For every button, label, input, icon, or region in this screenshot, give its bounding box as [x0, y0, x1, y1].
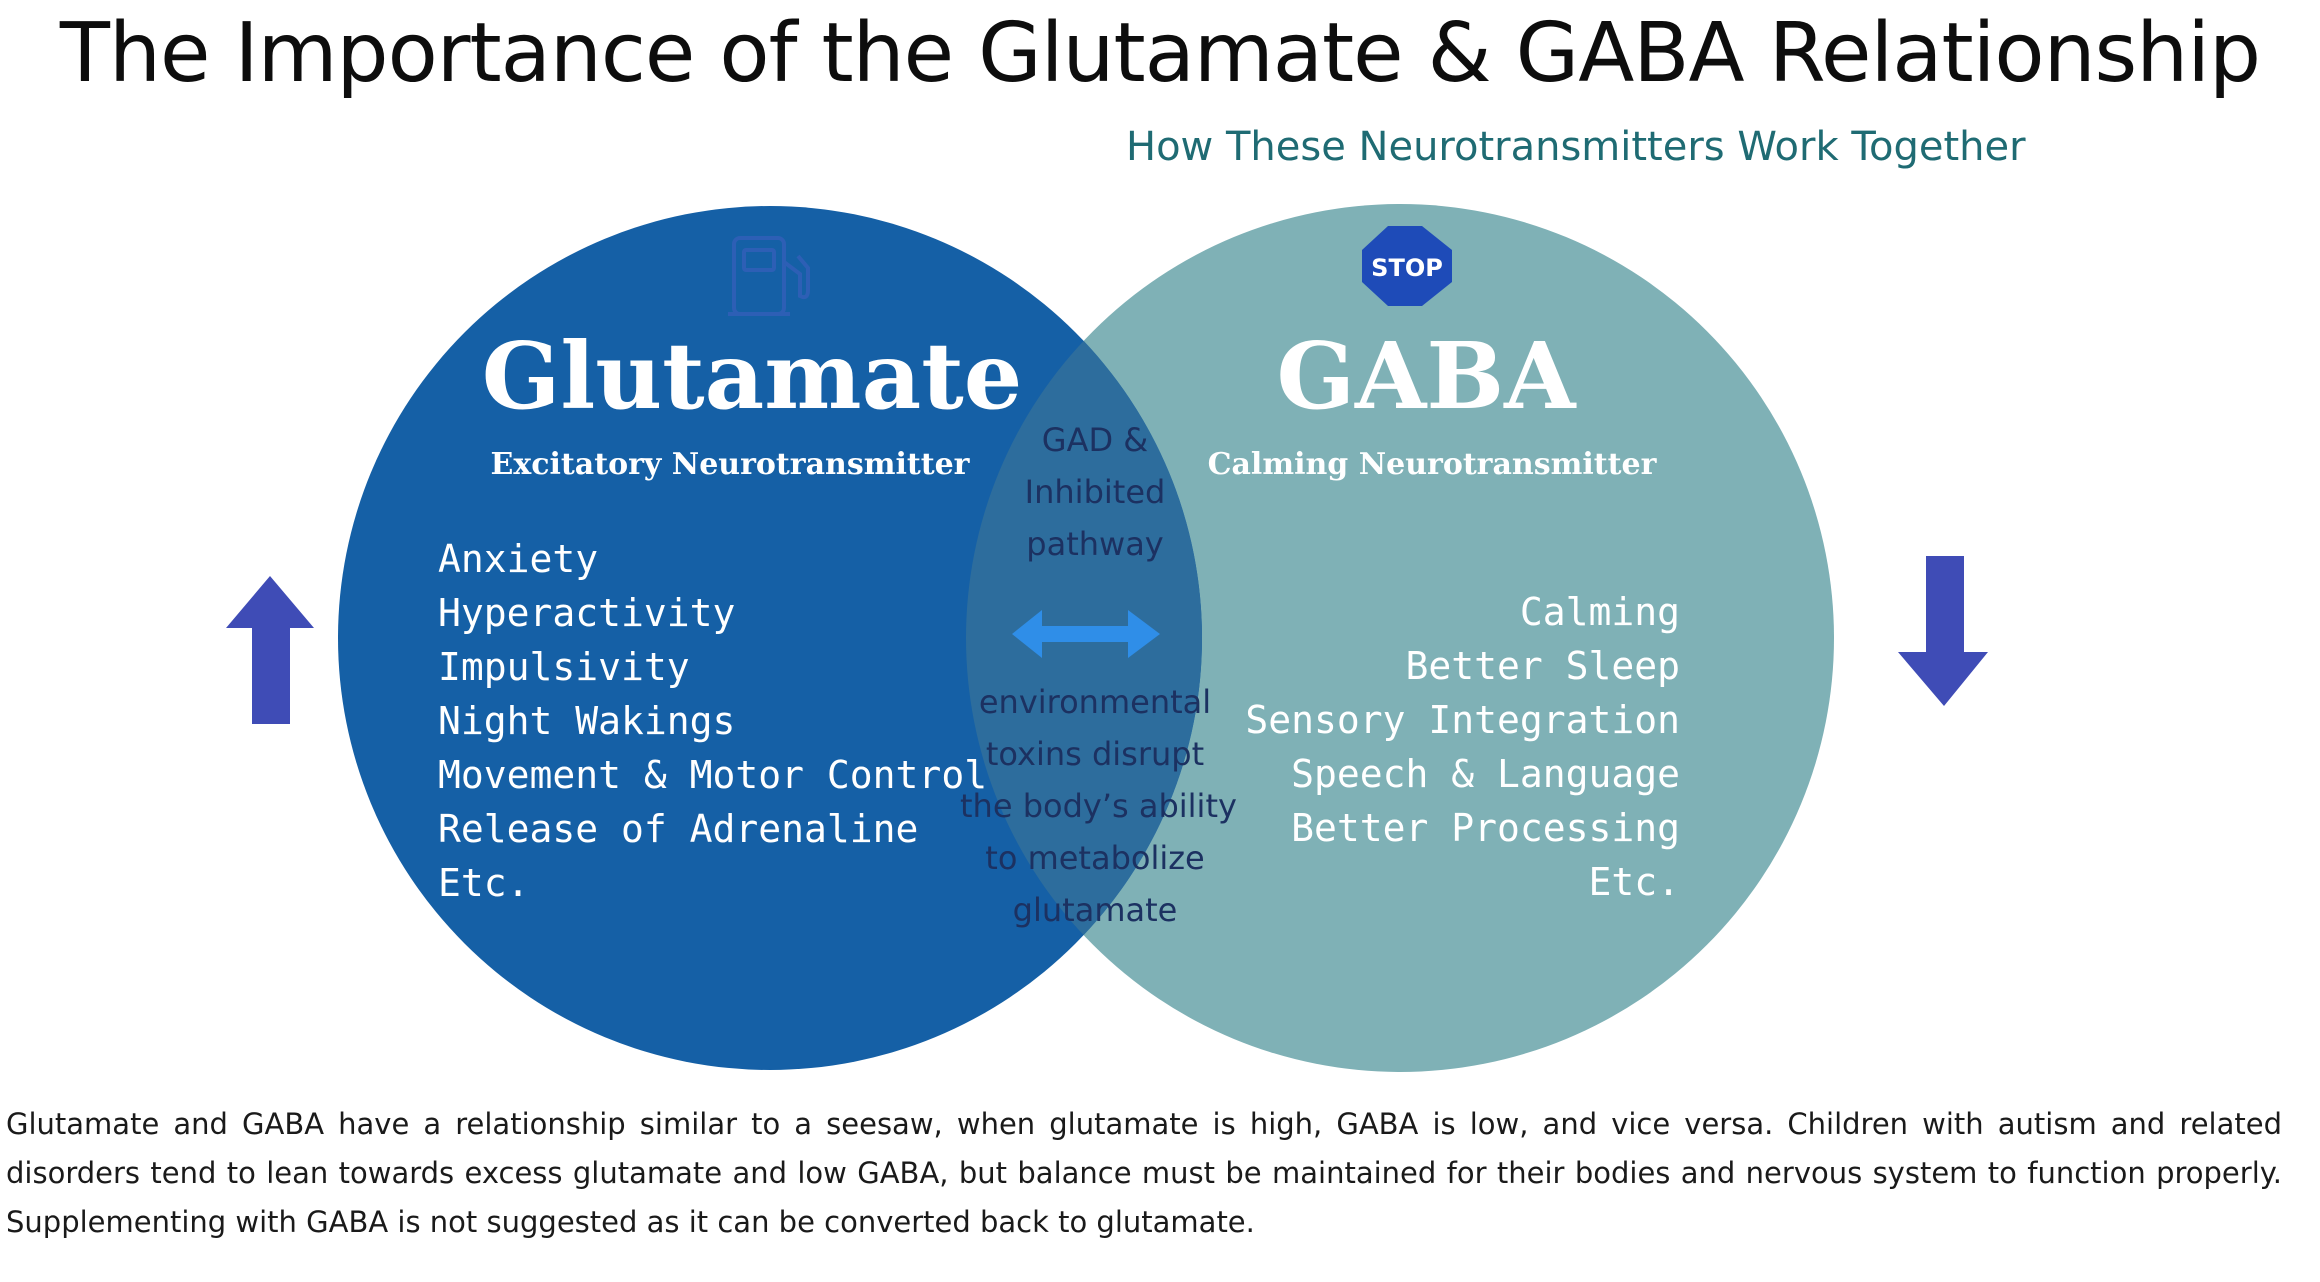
page-title: The Importance of the Glutamate & GABA R… [59, 6, 2261, 101]
caption-paragraph: Glutamate and GABA have a relationship s… [6, 1107, 2282, 1239]
page-subtitle: How These Neurotransmitters Work Togethe… [1126, 124, 2026, 170]
stop-sign-icon: STOP [1362, 226, 1452, 306]
gaba-circle [966, 204, 1834, 1072]
stop-sign-label: STOP [1371, 254, 1443, 282]
overlap-line: the body’s ability [960, 787, 1237, 825]
glutamate-effect: Impulsivity [438, 645, 690, 689]
overlap-pathway-text: GAD & Inhibited pathway [990, 414, 1200, 570]
glutamate-effect: Etc. [438, 861, 530, 905]
glutamate-effects-list: Anxiety Hyperactivity Impulsivity Night … [438, 532, 987, 910]
gaba-role: Calming Neurotransmitter [1208, 447, 1658, 482]
double-arrow-icon [1012, 610, 1160, 658]
glutamate-effect: Anxiety [438, 537, 599, 581]
arrow-down-icon [1898, 556, 1988, 706]
gaba-heading: GABA [1276, 322, 1577, 430]
glutamate-role: Excitatory Neurotransmitter [491, 447, 971, 482]
glutamate-effect: Release of Adrenaline [438, 807, 919, 851]
gaba-effect: Better Processing [1291, 806, 1680, 850]
gaba-effects-list: Calming Better Sleep Sensory Integration… [1245, 585, 1680, 909]
arrow-up-icon [226, 576, 314, 724]
gaba-effect: Speech & Language [1291, 752, 1680, 796]
overlap-line: toxins disrupt [985, 735, 1205, 773]
glutamate-effect: Night Wakings [438, 699, 736, 743]
overlap-line: GAD & [1041, 421, 1149, 459]
overlap-line: pathway [1026, 525, 1164, 563]
overlap-line: glutamate [1012, 891, 1178, 929]
overlap-line: to metabolize [985, 839, 1205, 877]
overlap-line: Inhibited [1024, 473, 1166, 511]
glutamate-effect: Movement & Motor Control [438, 753, 988, 797]
glutamate-circle [338, 206, 1202, 1070]
venn-diagram: Glutamate Excitatory Neurotransmitter GA… [226, 204, 1988, 1072]
gaba-effect: Calming [1519, 590, 1680, 634]
glutamate-effect: Hyperactivity [438, 591, 736, 635]
gaba-effect: Sensory Integration [1245, 698, 1680, 742]
glutamate-heading: Glutamate [482, 322, 1023, 430]
gaba-effect: Better Sleep [1405, 644, 1680, 688]
gaba-effect: Etc. [1588, 860, 1680, 904]
overlap-line: environmental [978, 683, 1212, 721]
overlap-toxins-text: environmental toxins disrupt the body’s … [960, 676, 1237, 936]
fuel-pump-icon [728, 236, 810, 316]
